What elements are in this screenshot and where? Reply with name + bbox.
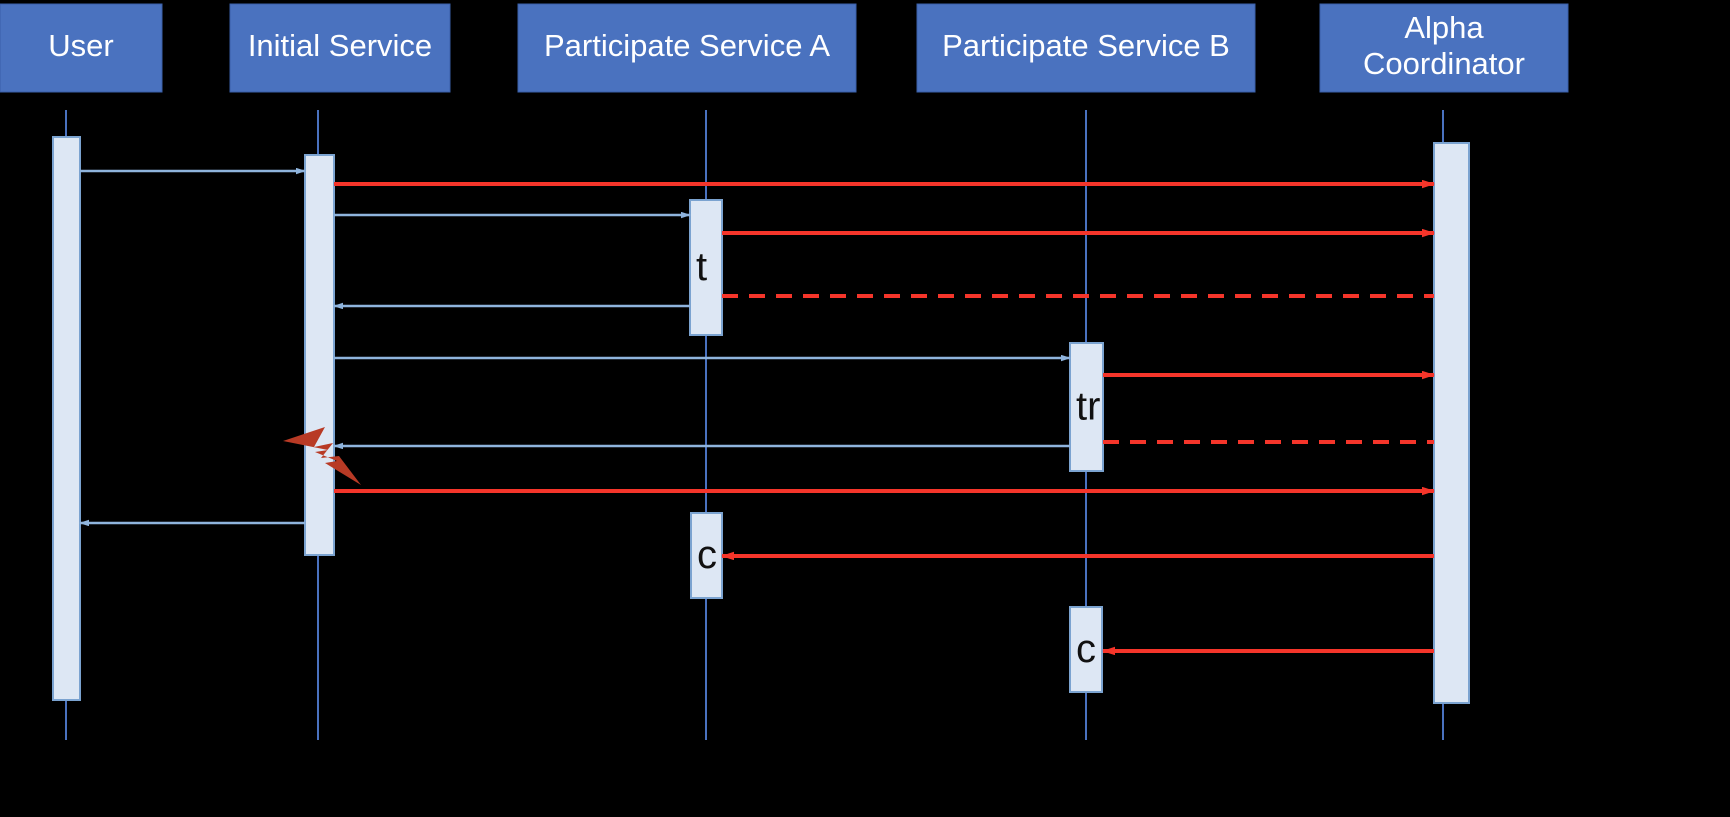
activation-label-act-b-try: tr bbox=[1076, 385, 1100, 429]
participant-label-service_b: Participate Service B bbox=[942, 28, 1230, 63]
activation-label-act-b-cancel: c bbox=[1076, 627, 1096, 671]
activation-label-act-a-cancel: c bbox=[697, 533, 717, 577]
participant-label-service_a: Participate Service A bbox=[544, 28, 830, 63]
participant-label-coordinator: Coordinator bbox=[1363, 46, 1525, 81]
lightning-bolt-icon bbox=[283, 427, 361, 485]
activation-label-act-a-try: t bbox=[696, 245, 707, 289]
activation-bar-service_b bbox=[1069, 342, 1104, 472]
participant-label-coordinator: Alpha bbox=[1404, 10, 1484, 45]
activations-layer bbox=[52, 136, 1470, 704]
participant-user[interactable]: User bbox=[0, 3, 163, 93]
failure-layer bbox=[283, 427, 361, 485]
participants-layer: User Initial Service Participate Service A… bbox=[0, 3, 1569, 93]
participant-service_a[interactable]: Participate Service A bbox=[517, 3, 857, 93]
activation-labels-layer: t tr c c bbox=[696, 245, 1100, 671]
activation-bar-user bbox=[52, 136, 81, 701]
participant-label-user: User bbox=[48, 28, 113, 63]
participant-service_b[interactable]: Participate Service B bbox=[916, 3, 1256, 93]
messages-layer bbox=[79, 167, 1435, 656]
activation-bar-initial bbox=[304, 154, 335, 556]
participant-initial[interactable]: Initial Service bbox=[229, 3, 451, 93]
activation-bar-service_a bbox=[689, 199, 723, 336]
activation-bar-service_a bbox=[690, 512, 723, 599]
activation-bar-coordinator bbox=[1433, 142, 1470, 704]
participant-label-initial: Initial Service bbox=[248, 28, 432, 63]
